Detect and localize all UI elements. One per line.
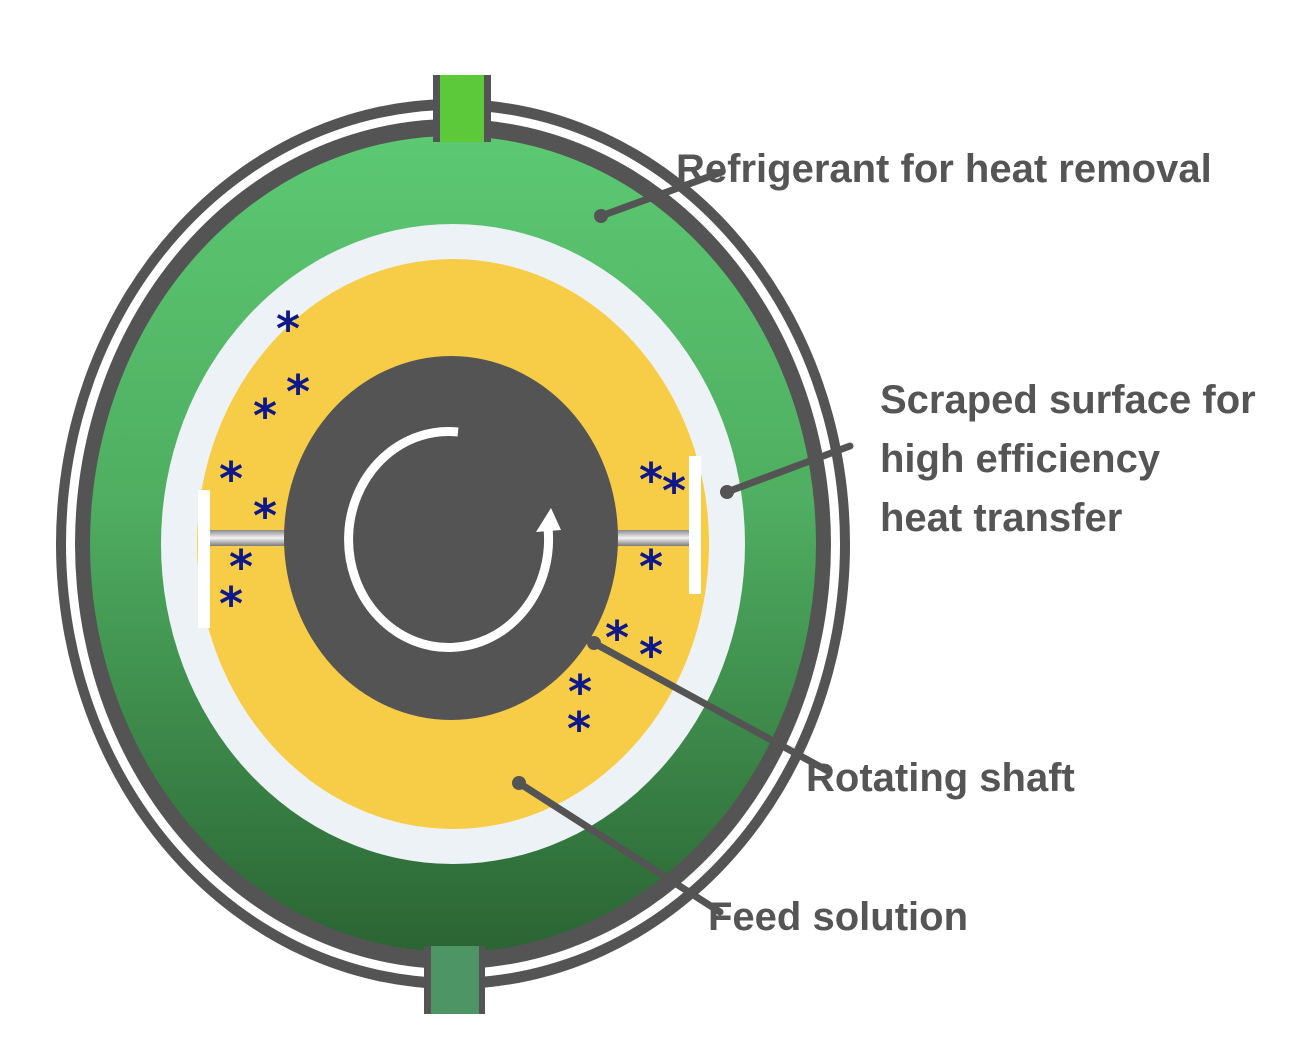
leader-line-feed <box>515 779 724 916</box>
label-refrigerant: Refrigerant for heat removal <box>676 147 1212 191</box>
rotating-shaft <box>284 356 618 720</box>
blade-icon <box>198 490 210 628</box>
particle: * <box>219 577 243 631</box>
inlet-port-fill <box>440 75 484 142</box>
leader-dot <box>594 209 608 223</box>
label-scraped-line1: Scraped surface for <box>880 378 1256 422</box>
leader-dots <box>512 209 734 790</box>
rod-icon <box>616 530 694 546</box>
rotation-arrow-icon <box>344 427 561 653</box>
leader-dot <box>720 485 734 499</box>
particle: * <box>253 389 277 443</box>
label-feed: Feed solution <box>708 895 968 939</box>
particle: * <box>276 302 300 356</box>
leader-line-scraped <box>723 442 854 496</box>
particle: * <box>639 453 663 507</box>
particle: * <box>219 452 243 506</box>
label-scraped-line3: heat transfer <box>880 496 1122 540</box>
particles: * * * * * * * * * * * * * * <box>219 302 686 756</box>
label-scraped-line2: high efficiency <box>880 437 1161 481</box>
particle: * <box>253 489 277 543</box>
blade-icon <box>689 456 701 594</box>
particle: * <box>567 702 591 756</box>
rod-icon <box>206 530 288 546</box>
particle: * <box>229 540 253 594</box>
outlet-port-fill <box>431 946 479 1014</box>
label-shaft: Rotating shaft <box>806 756 1075 800</box>
leader-line-shaft <box>590 639 832 775</box>
leader-dot <box>587 636 601 650</box>
leader-lines <box>515 168 854 916</box>
particle: * <box>568 665 592 719</box>
particle: * <box>286 365 310 419</box>
particle: * <box>662 464 686 518</box>
particle: * <box>639 540 663 594</box>
leader-dot <box>512 776 526 790</box>
leader-line-refrigerant <box>597 168 726 220</box>
